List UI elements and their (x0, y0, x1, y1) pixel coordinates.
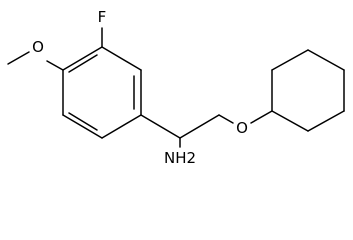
ring-bond (101, 46, 142, 71)
ether-oxygen-label: O (236, 119, 248, 137)
c-o-bond (46, 60, 64, 71)
ring-bond (62, 46, 103, 71)
o-methyl-bond (7, 51, 30, 65)
ring-to-ch-bond (140, 114, 181, 139)
ring-bond (62, 114, 103, 139)
amine-label: NH2 (164, 149, 196, 167)
aromatic-double-bond (68, 54, 98, 73)
chemical-structure: F O NH2 O (0, 0, 353, 179)
ring-bond (271, 110, 309, 132)
methoxy-oxygen-label: O (32, 38, 44, 56)
ch-to-ch2-bond (179, 114, 220, 139)
aromatic-double-bond (68, 112, 98, 131)
ring-bond (101, 114, 142, 139)
ch2-o-bond (218, 114, 234, 124)
ring-bond (271, 49, 309, 71)
o-cyclohexyl-bond (250, 110, 273, 124)
benzene-ring (62, 46, 142, 139)
background (0, 0, 353, 179)
fluorine-atom-label: F (98, 8, 107, 26)
ring-bond (307, 49, 345, 71)
cyclohexane-ring (271, 49, 345, 132)
ring-bond (307, 110, 345, 132)
